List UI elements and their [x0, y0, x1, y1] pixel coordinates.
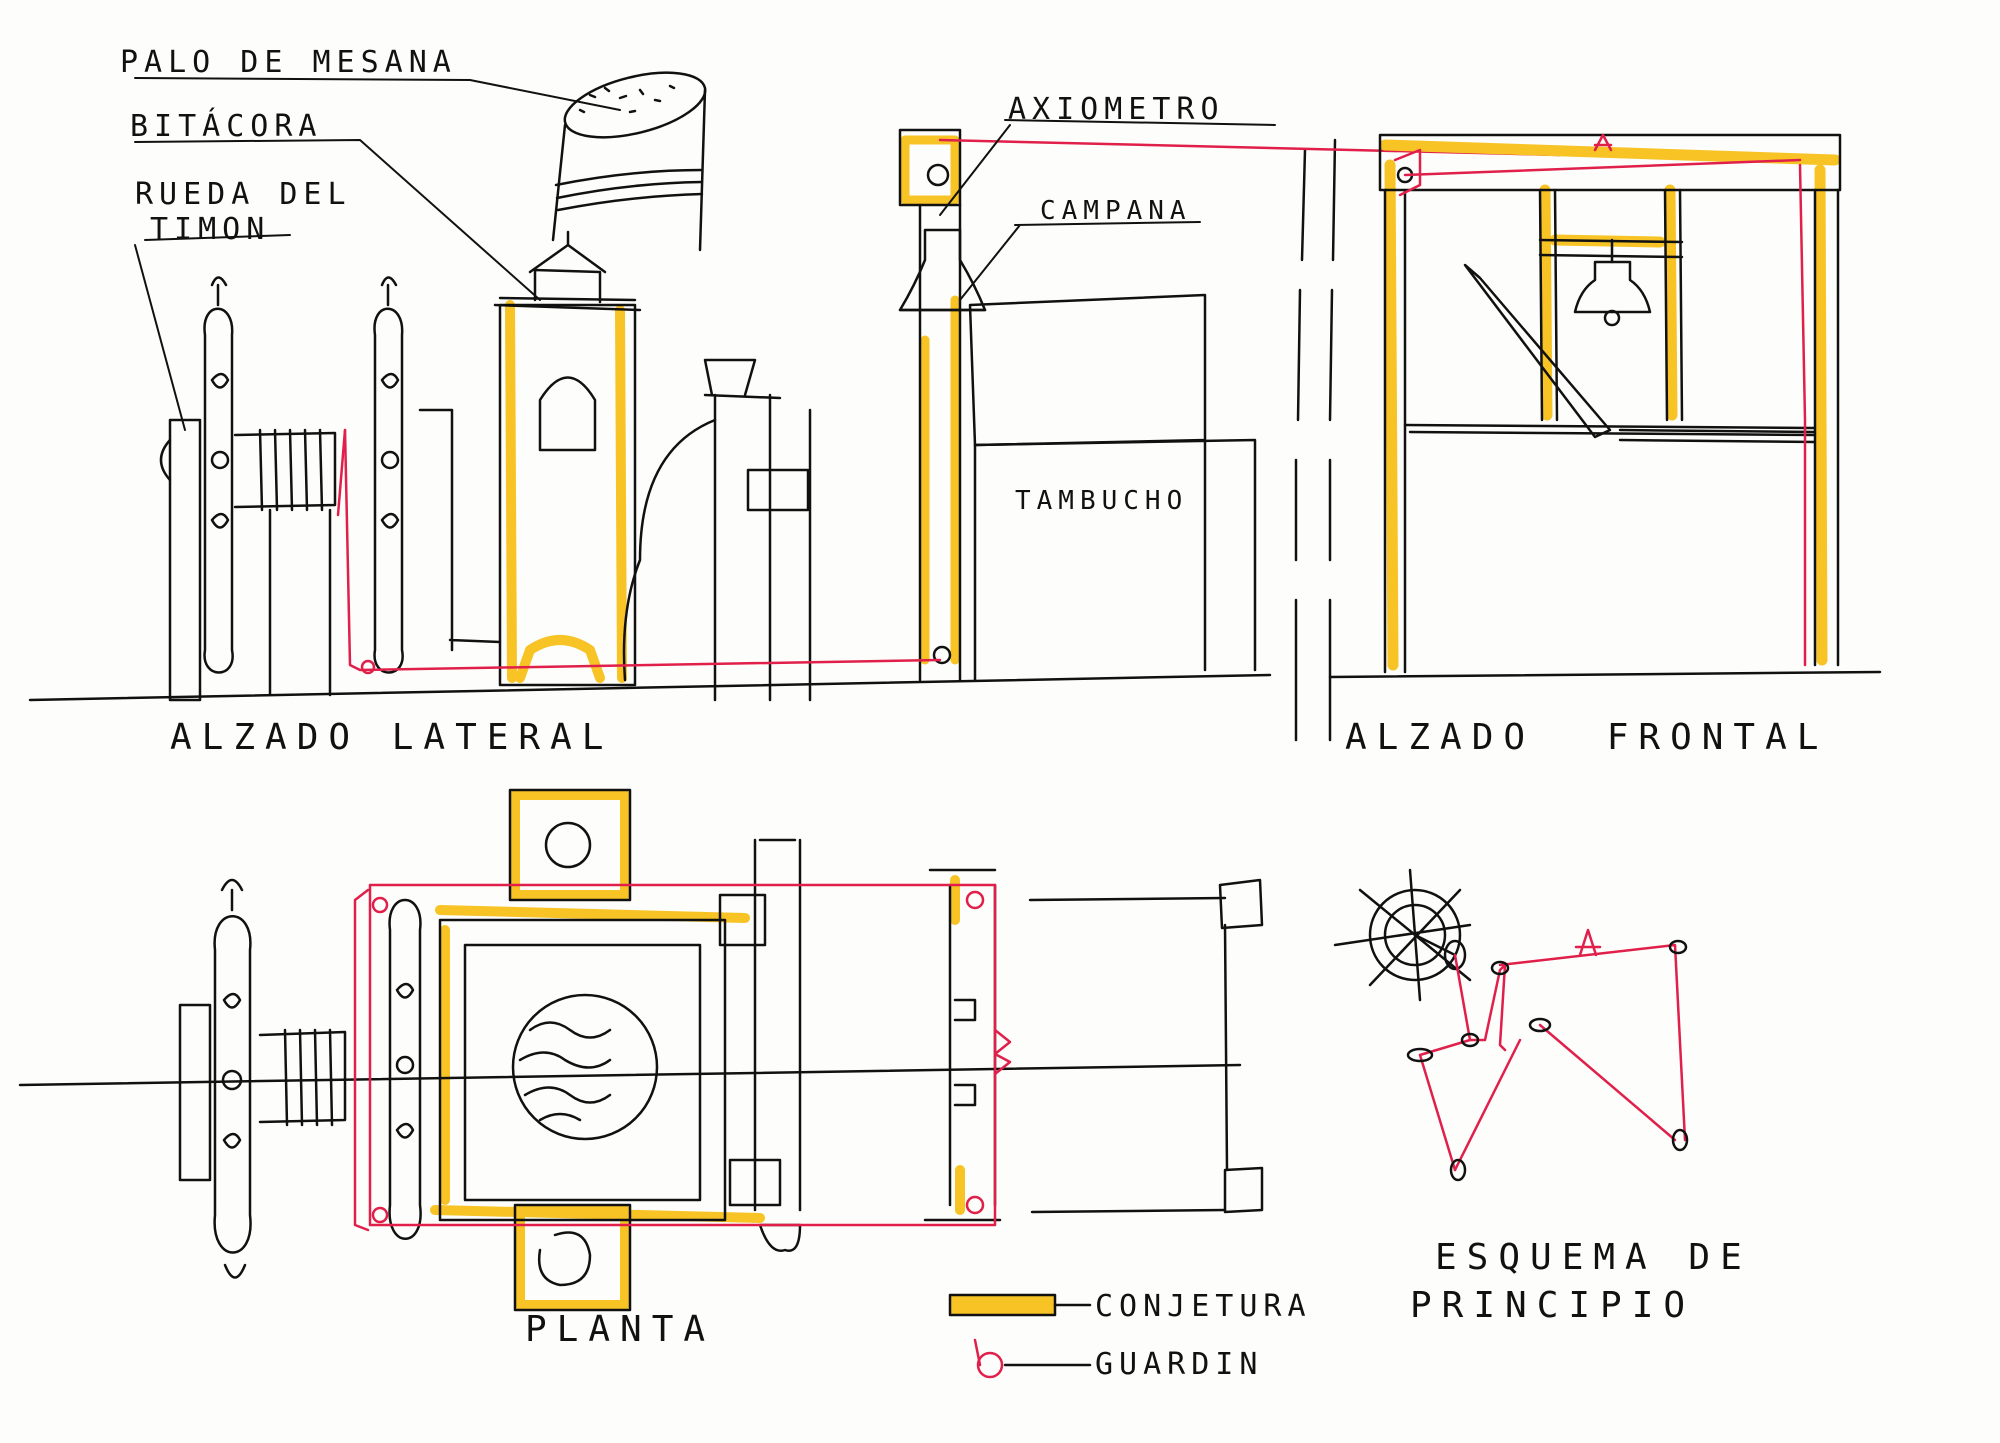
label-principio: PRINCIPIO: [1410, 1285, 1696, 1326]
planta-outline: [18, 788, 1264, 1312]
guardin-lateral: [336, 138, 1562, 675]
frame-frontal-brace: [1463, 263, 1612, 439]
legend-guardin-swatch: [973, 1338, 1092, 1379]
esquema-pulleys: [1406, 939, 1689, 1182]
frame-frontal: [1378, 133, 1842, 674]
ground-line-frontal: [1328, 670, 1882, 679]
rueda-del-timon-side: [159, 276, 502, 702]
label-rueda-del: RUEDA DEL: [135, 177, 352, 212]
campana-frontal: [1573, 238, 1652, 327]
esquema-guardin: [1418, 928, 1687, 1172]
legend-label-guardin: GUARDIN: [1095, 1347, 1264, 1382]
label-tambucho: TAMBUCHO: [1015, 486, 1189, 516]
label-alzado-frontal: ALZADO FRONTAL: [1345, 717, 1829, 758]
tambucho-lateral: [968, 293, 1257, 682]
label-campana: CAMPANA: [1040, 196, 1192, 226]
guardin-planta: [353, 883, 1012, 1232]
palo-de-mesana: [551, 71, 707, 252]
bitacora-outline: [493, 230, 642, 687]
axiometro-lateral: [898, 128, 962, 682]
guardin-frontal: [1393, 133, 1807, 667]
label-alzado-lateral: ALZADO LATERAL: [170, 717, 614, 758]
legend-label-conjetura: CONJETURA: [1095, 1289, 1312, 1324]
campana-lateral: [898, 228, 987, 312]
label-palo-de-mesana: PALO DE MESANA: [120, 45, 457, 80]
ground-line-lateral: [28, 673, 1272, 702]
frame-frontal-conjetura: [1379, 139, 1841, 671]
housing-lateral: [622, 358, 812, 702]
label-planta: PLANTA: [525, 1309, 716, 1350]
label-axiometro: AXIOMETRO: [1008, 92, 1225, 127]
label-timon: TIMON: [150, 212, 271, 247]
label-bitacora: BITÁCORA: [130, 109, 323, 144]
bitacora-conjetura: [505, 300, 627, 683]
esquema-wheel: [1333, 868, 1472, 1002]
planta-conjetura: [430, 790, 965, 1310]
rueda-del-timon-planta: [178, 878, 422, 1279]
leader-lines: [134, 77, 1276, 431]
legend-conjetura-swatch: [948, 1293, 1092, 1317]
section-break-line: [1294, 138, 1337, 742]
axiometro-post-conjetura: [900, 135, 960, 665]
label-esquema-de: ESQUEMA DE: [1435, 1237, 1752, 1278]
